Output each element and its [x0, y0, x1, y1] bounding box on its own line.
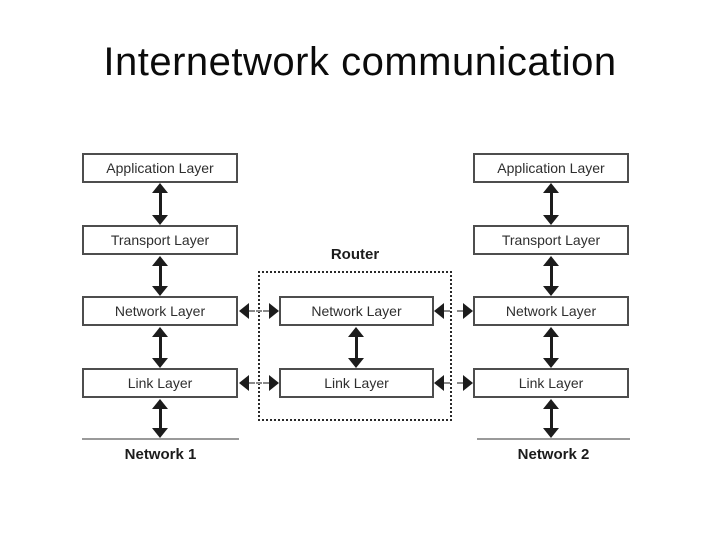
arrow-right-network-link [543, 327, 559, 368]
arrowhead-up-icon [543, 256, 559, 266]
arrowhead-right-icon [463, 303, 473, 319]
arrow-right-link-network2 [543, 399, 559, 438]
arrowhead-up-icon [543, 399, 559, 409]
arrowhead-down-icon [152, 286, 168, 296]
arrow-stem [158, 409, 162, 428]
network2-label: Network 2 [517, 446, 590, 463]
left-transport-layer-box: Transport Layer [82, 225, 238, 255]
left-network-layer-box: Network Layer [82, 296, 238, 326]
arrowhead-down-icon [152, 215, 168, 225]
arrow-stem [549, 337, 553, 358]
arrowhead-right-icon [269, 303, 279, 319]
arrow-right-transport-network [543, 256, 559, 296]
router-link-layer-box: Link Layer [279, 368, 434, 398]
arrowhead-down-icon [543, 215, 559, 225]
router-label: Router [330, 246, 380, 263]
arrowhead-right-icon [463, 375, 473, 391]
arrow-left-app-transport [152, 183, 168, 225]
arrow-right-app-transport [543, 183, 559, 225]
right-application-layer-box: Application Layer [473, 153, 629, 183]
arrowhead-down-icon [543, 428, 559, 438]
arrow-stem [158, 266, 162, 286]
arrow-stem [444, 382, 463, 384]
arrowhead-down-icon [543, 286, 559, 296]
router-dotted-outline [258, 271, 452, 421]
arrow-stem [158, 337, 162, 358]
arrowhead-up-icon [152, 399, 168, 409]
network2-line [477, 438, 630, 440]
left-application-layer-box: Application Layer [82, 153, 238, 183]
arrowhead-left-icon [434, 375, 444, 391]
arrow-left-transport-network [152, 256, 168, 296]
arrow-stem [158, 193, 162, 215]
right-link-layer-box: Link Layer [473, 368, 629, 398]
arrow-routernetwork-rightnetwork [434, 303, 473, 319]
arrow-stem [249, 382, 269, 384]
arrowhead-down-icon [152, 358, 168, 368]
right-network-layer-box: Network Layer [473, 296, 629, 326]
arrow-leftnetwork-routernetwork [239, 303, 279, 319]
arrow-stem [354, 337, 358, 358]
arrowhead-down-icon [543, 358, 559, 368]
arrow-stem [444, 310, 463, 312]
arrow-left-network-link [152, 327, 168, 368]
arrow-routerlink-rightlink [434, 375, 473, 391]
arrowhead-down-icon [348, 358, 364, 368]
arrowhead-left-icon [434, 303, 444, 319]
arrowhead-up-icon [543, 327, 559, 337]
arrowhead-left-icon [239, 375, 249, 391]
slide-title: Internetwork communication [103, 40, 617, 84]
network1-label: Network 1 [124, 446, 197, 463]
arrow-stem [549, 409, 553, 428]
arrow-left-link-network1 [152, 399, 168, 438]
arrowhead-up-icon [348, 327, 364, 337]
arrowhead-up-icon [152, 183, 168, 193]
arrowhead-up-icon [152, 327, 168, 337]
arrowhead-up-icon [152, 256, 168, 266]
arrowhead-down-icon [152, 428, 168, 438]
right-transport-layer-box: Transport Layer [473, 225, 629, 255]
arrow-stem [549, 193, 553, 215]
left-link-layer-box: Link Layer [82, 368, 238, 398]
arrowhead-left-icon [239, 303, 249, 319]
arrowhead-right-icon [269, 375, 279, 391]
arrow-stem [249, 310, 269, 312]
arrow-leftlink-routerlink [239, 375, 279, 391]
arrow-router-network-link [348, 327, 364, 368]
router-network-layer-box: Network Layer [279, 296, 434, 326]
arrow-stem [549, 266, 553, 286]
network1-line [82, 438, 239, 440]
arrowhead-up-icon [543, 183, 559, 193]
